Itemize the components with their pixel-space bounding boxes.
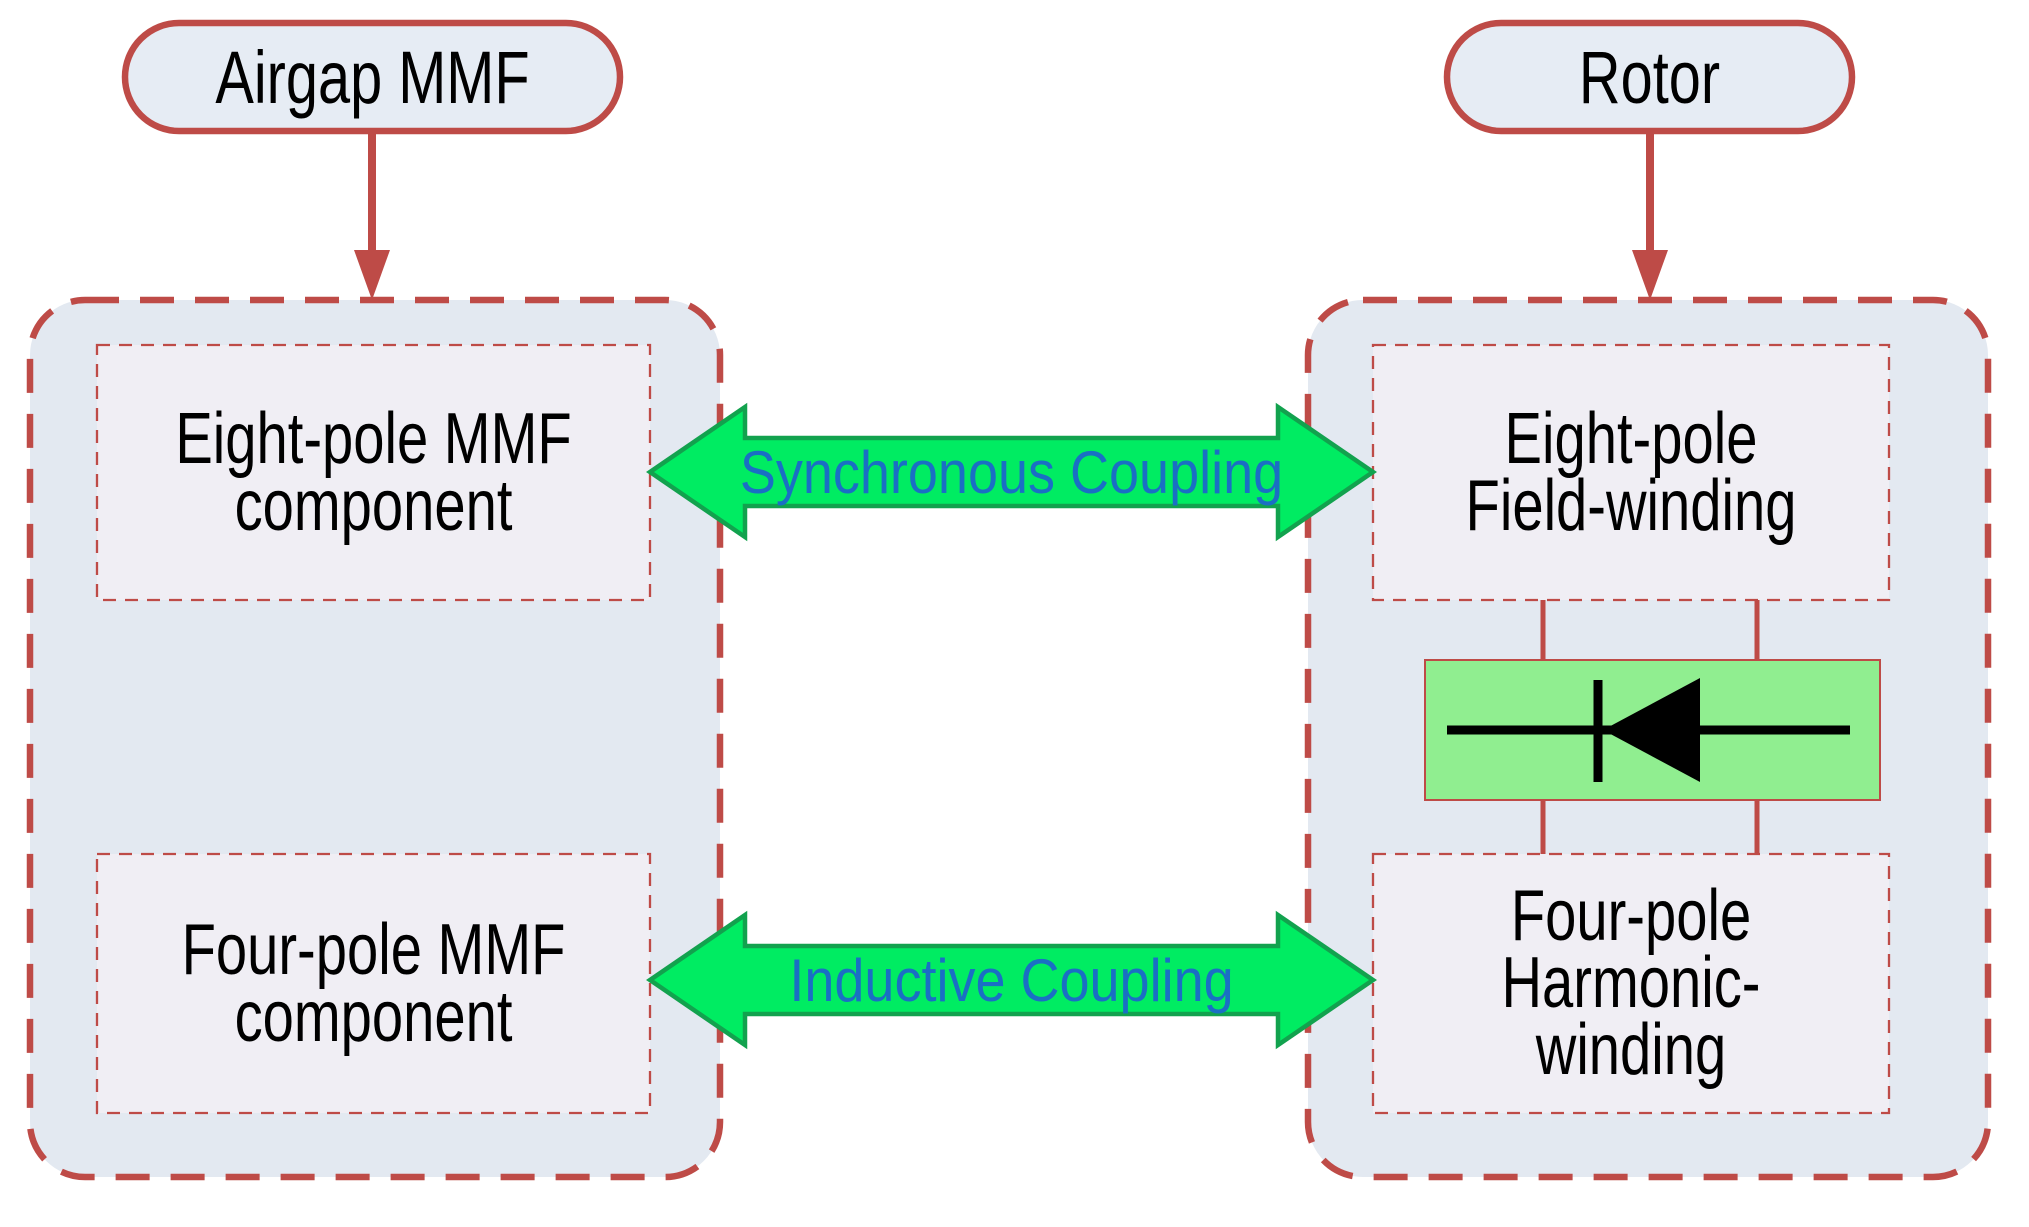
eight-pole-mmf-box — [95, 343, 652, 602]
eight-pole-mmf-line2: component — [234, 465, 513, 546]
four-pole-mmf-line2: component — [234, 976, 513, 1057]
eight-pole-mmf-line1: Eight-pole MMF — [175, 398, 572, 479]
four-pole-harmonic-winding-label: Four-pole Harmonic-winding — [1373, 854, 1889, 1113]
synchronous-coupling-text: Synchronous Coupling — [739, 438, 1284, 506]
rotor-arrow-head-icon — [1632, 250, 1668, 300]
four-pole-harmonic-winding-box — [1371, 852, 1891, 1115]
four-pole-mmf-label: Four-pole MMF component — [97, 854, 650, 1113]
airgap-mmf-label: Airgap MMF — [125, 23, 620, 131]
eight-pole-mmf-label: Eight-pole MMF component — [97, 345, 650, 600]
diode-triangle — [1603, 678, 1700, 782]
inductive-coupling-arrow — [646, 910, 1377, 1050]
four-pole-harmonic-winding-line2: Harmonic-winding — [1501, 943, 1761, 1090]
synchronous-coupling-arrow — [646, 402, 1377, 542]
airgap-arrow-head-icon — [354, 250, 390, 300]
four-pole-mmf-box — [95, 852, 652, 1115]
eight-pole-field-winding-line1: Eight-pole — [1504, 398, 1758, 479]
eight-pole-field-winding-box — [1371, 343, 1891, 602]
rotor-label-text: Rotor — [1578, 35, 1721, 119]
diode-icon — [1447, 678, 1850, 782]
rotor-label: Rotor — [1447, 23, 1852, 131]
inductive-coupling-label: Inductive Coupling — [650, 915, 1373, 1045]
four-pole-harmonic-winding-line1: Four-pole — [1510, 876, 1752, 956]
synchronous-coupling-label: Synchronous Coupling — [650, 407, 1373, 537]
airgap-mmf-label-text: Airgap MMF — [215, 35, 530, 119]
eight-pole-field-winding-line2: Field-winding — [1465, 465, 1797, 546]
four-pole-mmf-line1: Four-pole MMF — [181, 909, 566, 990]
eight-pole-field-winding-label: Eight-pole Field-winding — [1373, 345, 1889, 600]
inductive-coupling-text: Inductive Coupling — [789, 946, 1234, 1014]
